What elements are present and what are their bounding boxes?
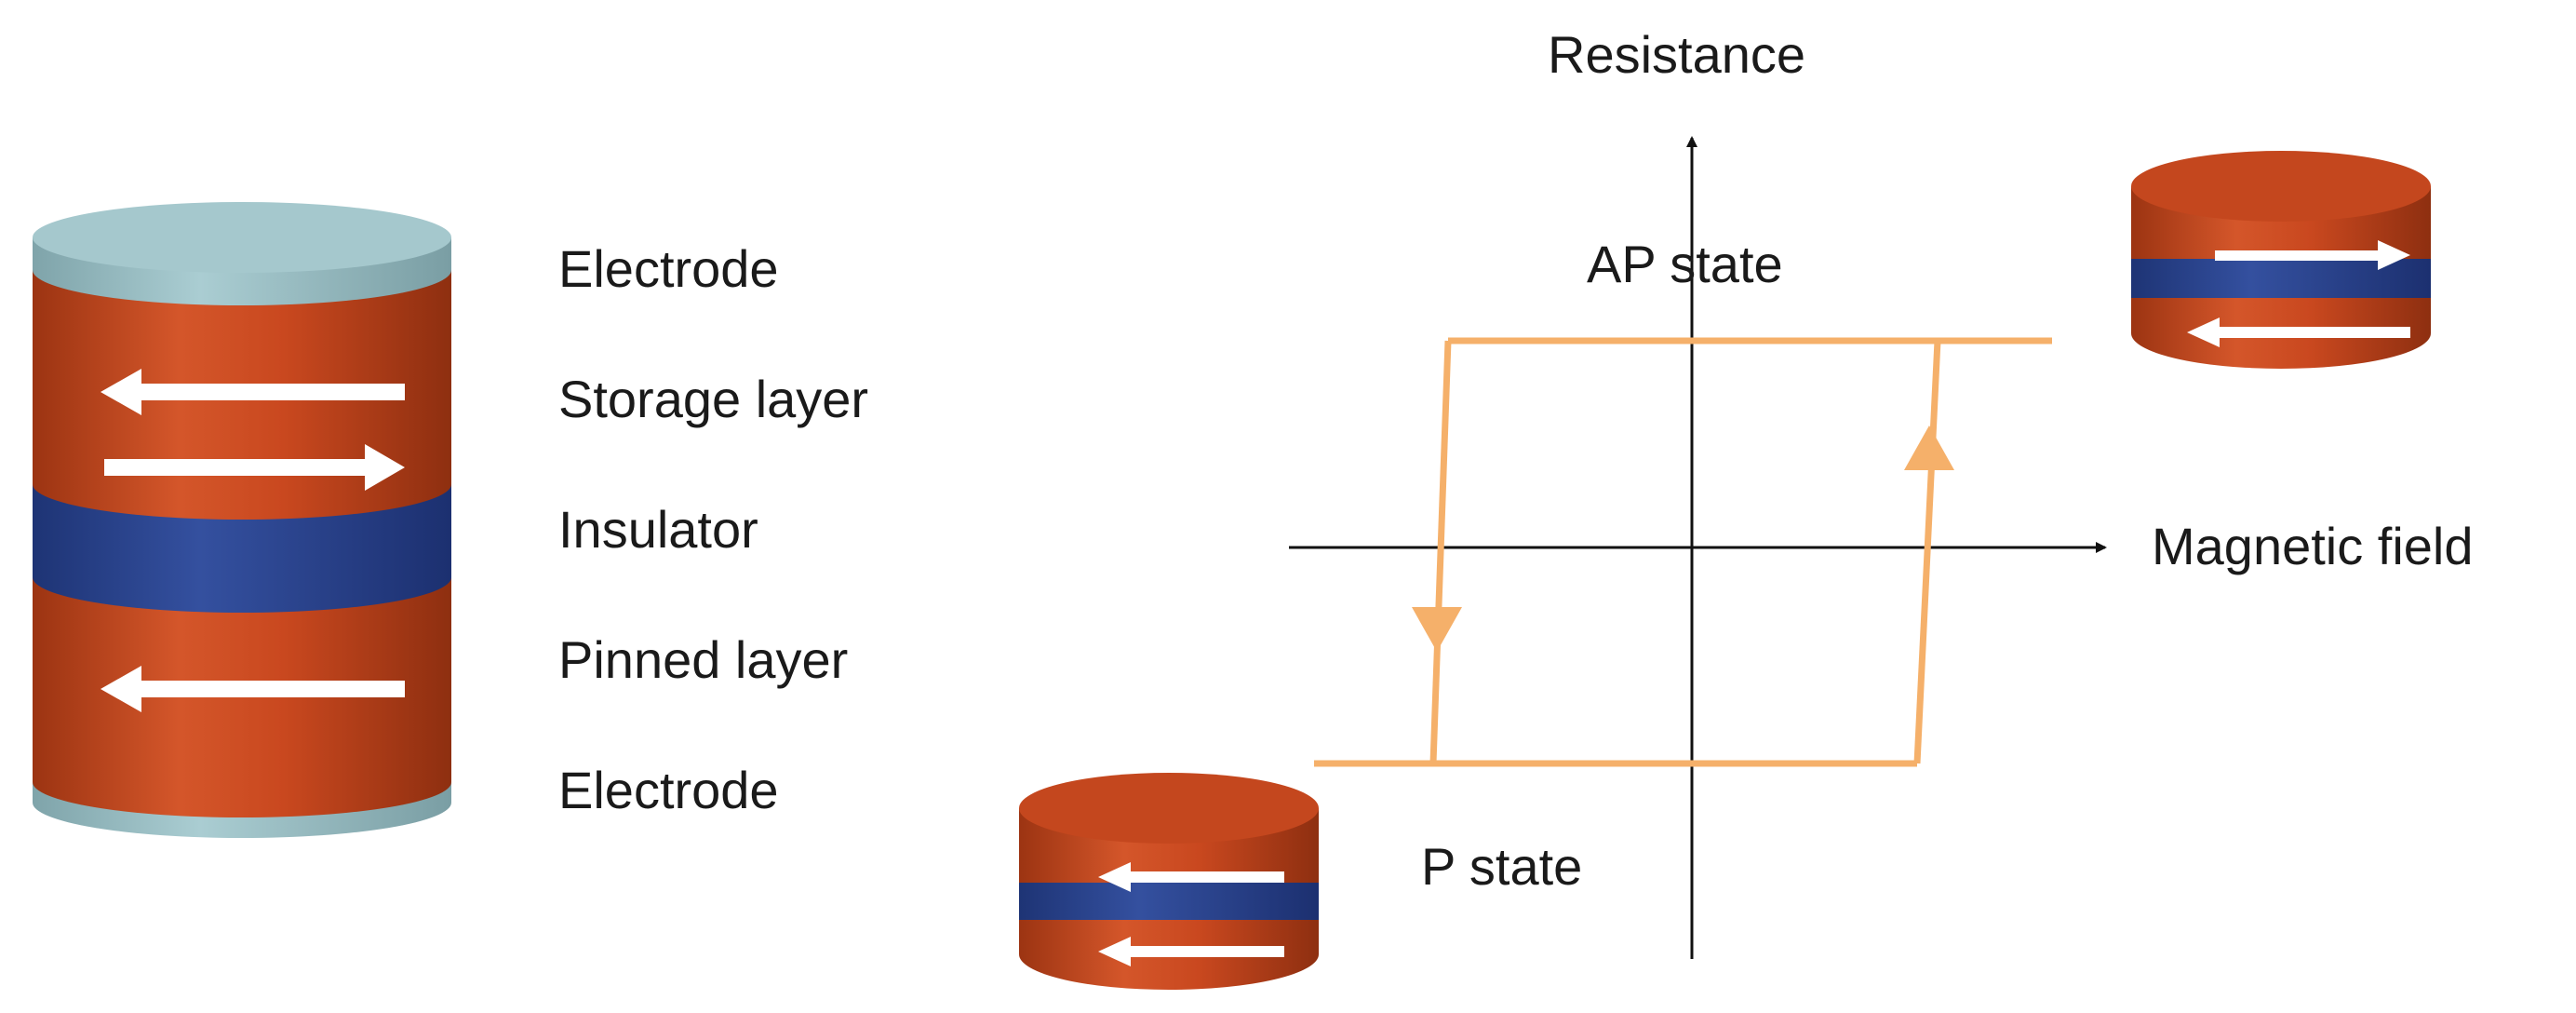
storage-arrow-right [104, 444, 405, 491]
ap-lower-arrow-left [2187, 317, 2410, 347]
p-lower-arrow-left [1098, 937, 1284, 966]
p-upper-arrow-left [1098, 862, 1284, 892]
switching-branch-down [1429, 340, 1452, 764]
p-state-label: P state [1421, 837, 1582, 896]
mtj-stack [33, 202, 451, 838]
ap-upper-arrow-right [2215, 240, 2410, 270]
x-axis-label: Magnetic field [2152, 517, 2474, 575]
insulator-layer [33, 484, 451, 613]
top-electrode-layer [33, 202, 451, 305]
down-direction-arrowhead [1412, 607, 1462, 652]
hysteresis-loop [1314, 337, 2052, 767]
label-pinned-layer: Pinned layer [558, 630, 848, 689]
up-direction-arrowhead [1904, 425, 1954, 470]
p-state-disk [1019, 773, 1319, 990]
ap-state-disk [2131, 151, 2431, 369]
label-top-electrode: Electrode [558, 239, 779, 298]
label-bottom-electrode: Electrode [558, 761, 779, 819]
switching-branch-up [1913, 340, 1941, 764]
y-axis-label: Resistance [1548, 25, 1805, 84]
top-electrode-cap [33, 202, 451, 273]
hysteresis-plot: Resistance Magnetic field AP state P sta… [1289, 25, 2474, 959]
label-storage-layer: Storage layer [558, 370, 868, 428]
label-insulator: Insulator [558, 500, 758, 559]
pinned-arrow-left [101, 666, 405, 712]
storage-arrow-left [101, 369, 405, 415]
ap-state-label: AP state [1587, 235, 1783, 293]
